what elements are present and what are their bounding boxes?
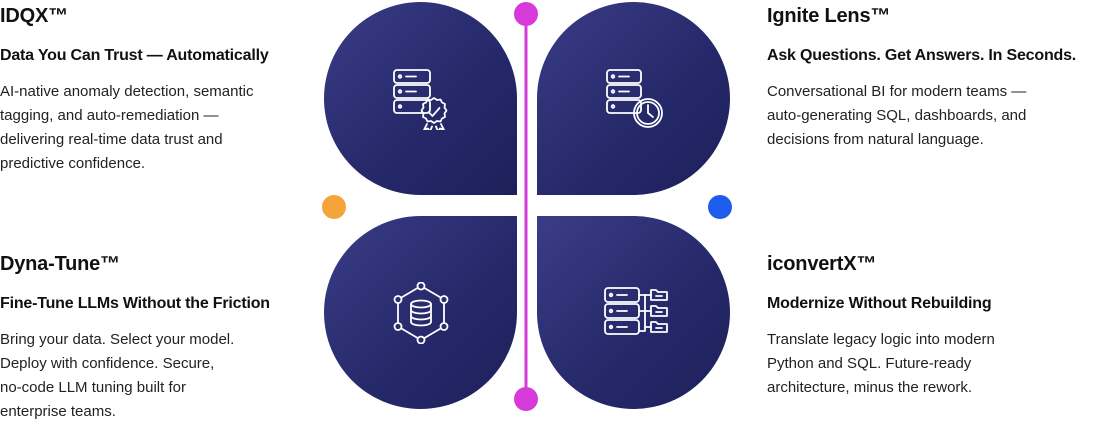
description-line: auto-generating SQL, dashboards, and [767, 107, 1027, 124]
description-line: Python and SQL. Future-ready [767, 355, 972, 372]
description-line: decisions from natural language. [767, 131, 984, 148]
product-dyna-tune: Dyna-Tune™ Fine-Tune LLMs Without the Fr… [0, 252, 300, 424]
product-title: Ignite Lens™ [767, 5, 891, 27]
product-subtitle: Data You Can Trust — Automatically [0, 47, 269, 64]
description-line: enterprise teams. [0, 403, 116, 420]
database-clock-icon [606, 69, 663, 128]
petal-idqx [324, 2, 517, 195]
description-line: tagging, and auto-remediation — [0, 107, 219, 124]
description-line: predictive confidence. [0, 155, 146, 172]
petal-ignite-lens [537, 2, 730, 195]
database-network-icon [393, 282, 449, 344]
product-title: iconvertX™ [767, 253, 877, 275]
product-description: AI-native anomaly detection, semantic ta… [0, 80, 300, 176]
description-line: delivering real-time data trust and [0, 131, 223, 148]
description-line: Translate legacy logic into modern [767, 331, 995, 348]
product-title: IDQX™ [0, 5, 68, 27]
description-line: Conversational BI for modern teams — [767, 83, 1027, 100]
product-iconvertx: iconvertX™ Modernize Without Rebuilding … [767, 252, 1087, 400]
product-quadrant-diagram [312, 0, 742, 413]
product-description: Translate legacy logic into modern Pytho… [767, 328, 1087, 400]
product-idqx: IDQX™ Data You Can Trust — Automatically… [0, 4, 300, 176]
product-subtitle: Ask Questions. Get Answers. In Seconds. [767, 47, 1077, 64]
description-line: AI-native anomaly detection, semantic [0, 83, 254, 100]
right-axis-dot [708, 195, 732, 219]
description-line: no-code LLM tuning built for [0, 379, 186, 396]
bottom-axis-dot [514, 387, 538, 411]
petal-dyna-tune [324, 216, 517, 409]
product-description: Bring your data. Select your model. Depl… [0, 328, 300, 424]
description-line: architecture, minus the rework. [767, 379, 973, 396]
axis-lines [322, 2, 732, 411]
product-ignite-lens: Ignite Lens™ Ask Questions. Get Answers.… [767, 4, 1096, 152]
database-badge-check-icon [393, 69, 448, 130]
database-folders-icon [604, 287, 668, 335]
description-line: Bring your data. Select your model. [0, 331, 235, 348]
top-axis-dot [514, 2, 538, 26]
petal-iconvertx [537, 216, 730, 409]
product-description: Conversational BI for modern teams — aut… [767, 80, 1096, 152]
product-subtitle: Fine-Tune LLMs Without the Friction [0, 295, 270, 312]
description-line: Deploy with confidence. Secure, [0, 355, 215, 372]
left-axis-dot [322, 195, 346, 219]
product-subtitle: Modernize Without Rebuilding [767, 295, 992, 312]
product-title: Dyna-Tune™ [0, 253, 120, 275]
